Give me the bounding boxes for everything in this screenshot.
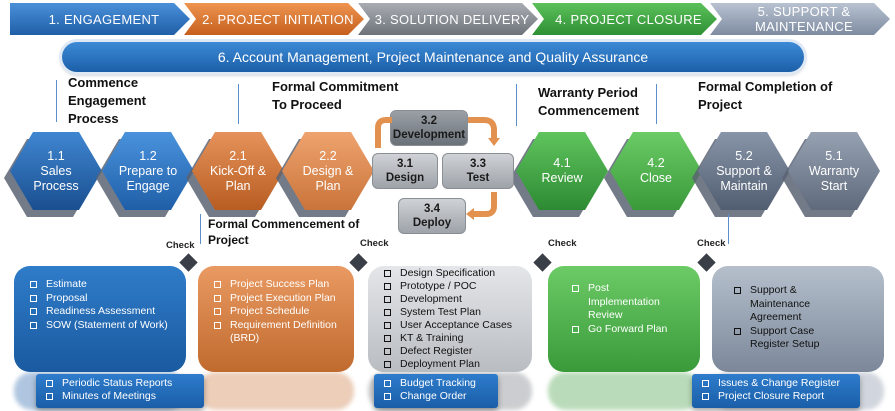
sub-deliverables-budget: Budget Tracking Change Order [374,374,498,408]
stage-project-closure: 4. PROJECT CLOSURE [532,3,717,35]
list-item: System Test Plan [382,306,526,319]
hex-label: Design & Plan [302,163,354,193]
hex-num: 4.1 [553,156,571,170]
reflection [548,372,700,410]
milestone-line-formal-commencement [200,214,201,244]
stage-support-maintenance: 5. SUPPORT & MAINTENANCE [710,3,890,35]
hex-label: Close [640,171,672,185]
check-label: Check [166,240,195,251]
check-diamond [697,253,716,272]
stage-engagement-label: 1. ENGAGEMENT [48,11,160,27]
stage-project-initiation-label: 2. PROJECT INITIATION [202,11,354,27]
milestone-formal-completion: Formal Completion of Project [698,79,833,112]
stage-support-maintenance-label: 5. SUPPORT & MAINTENANCE [755,4,853,34]
deliverables-project-closure: Post Implementation Review Go Forward Pl… [548,266,700,372]
list-item: Support & Maintenance Agreement [732,284,842,325]
milestone-commence: Commence Engagement Process [68,75,147,126]
hex-label: Kick-Off & Plan [209,163,267,193]
list-item: Prototype / POC [382,280,526,293]
stage-engagement: 1. ENGAGEMENT [10,3,190,35]
milestone-formal-commitment: Formal Commitment To Proceed [272,79,399,112]
stage-project-initiation: 2. PROJECT INITIATION [184,3,364,35]
sub-deliverables-issues: Issues & Change Register Project Closure… [692,374,860,408]
deliverables-project-initiation: Project Success Plan Project Execution P… [198,266,354,372]
sub-deliverables-reports: Periodic Status Reports Minutes of Meeti… [36,374,204,408]
list-item: Minutes of Meetings [44,390,196,403]
milestone-formal-commencement: Formal Commencement of Project [208,217,360,247]
check-label: Check [360,238,389,249]
list-item: Support Case Register Setup [732,325,842,352]
list-item: Deployment Plan [382,358,526,371]
hex-num: 1.1 [47,148,65,163]
deliverables-engagement: Estimate Proposal Readiness Assessment S… [14,266,186,372]
list-item: Development [382,293,526,306]
step-3-4-deploy: 3.4 Deploy [398,198,466,234]
hex-label: Prepare to Engage [118,163,178,193]
check-diamond [179,253,198,272]
deliverables-support-maintenance: Support & Maintenance Agreement Support … [712,266,884,372]
hex-num: 4.2 [647,156,665,170]
check-line [728,214,729,244]
list-item: SOW (Statement of Work) [28,319,176,333]
list-item: Budget Tracking [382,377,490,390]
banner-label: 6. Account Management, Project Maintenan… [217,49,649,65]
hex-label: Warranty Start [808,163,860,193]
check-diamond [533,253,552,272]
hex-label: Review [541,171,583,185]
step-3-1-design: 3.1 Design [372,153,438,189]
step-3-3-test: 3.3 Test [442,153,514,189]
stage-solution-delivery-label: 3. SOLUTION DELIVERY [374,11,530,27]
list-item: KT & Training [382,332,526,345]
list-item: Design Specification [382,267,526,280]
hex-num: 5.1 [825,148,843,163]
milestone-line-warranty [516,84,517,126]
step-3-2-development: 3.2 Development [390,110,468,146]
list-item: Project Closure Report [700,390,852,403]
list-item: Periodic Status Reports [44,377,196,390]
list-item: Readiness Assessment [28,305,176,319]
list-item: Proposal [28,292,176,306]
milestone-line-formal-completion [656,84,657,124]
stage-solution-delivery: 3. SOLUTION DELIVERY [358,3,538,35]
reflection [198,372,354,410]
hex-num: 2.1 [229,148,247,163]
milestone-line-commence [56,80,57,122]
stage-project-closure-label: 4. PROJECT CLOSURE [555,11,702,27]
check-label: Check [548,238,577,249]
hex-label: Support & Maintain [716,163,772,193]
deliverables-solution-delivery: Design Specification Prototype / POC Dev… [368,266,532,372]
list-item: Go Forward Plan [570,323,690,337]
list-item: Project Execution Plan [212,292,344,306]
list-item: Estimate [28,278,176,292]
check-diamond [349,253,368,272]
milestone-warranty: Warranty Period Commencement [538,85,640,118]
hex-num: 2.2 [319,148,337,163]
list-item: Project Success Plan [212,278,344,292]
list-item: User Acceptance Cases [382,319,526,332]
list-item: Defect Register [382,345,526,358]
list-item: Change Order [382,390,490,403]
check-label: Check [697,238,726,249]
hex-label: Sales Process [33,163,79,193]
list-item: Post Implementation Review [570,282,670,323]
hex-num: 5.2 [735,148,753,163]
list-item: Project Schedule [212,305,344,319]
milestone-line-formal-commitment [238,84,239,124]
hex-num: 1.2 [139,148,157,163]
list-item: Requirement Definition (BRD) [212,319,344,346]
list-item: Issues & Change Register [700,377,852,390]
account-management-banner: 6. Account Management, Project Maintenan… [62,42,804,72]
